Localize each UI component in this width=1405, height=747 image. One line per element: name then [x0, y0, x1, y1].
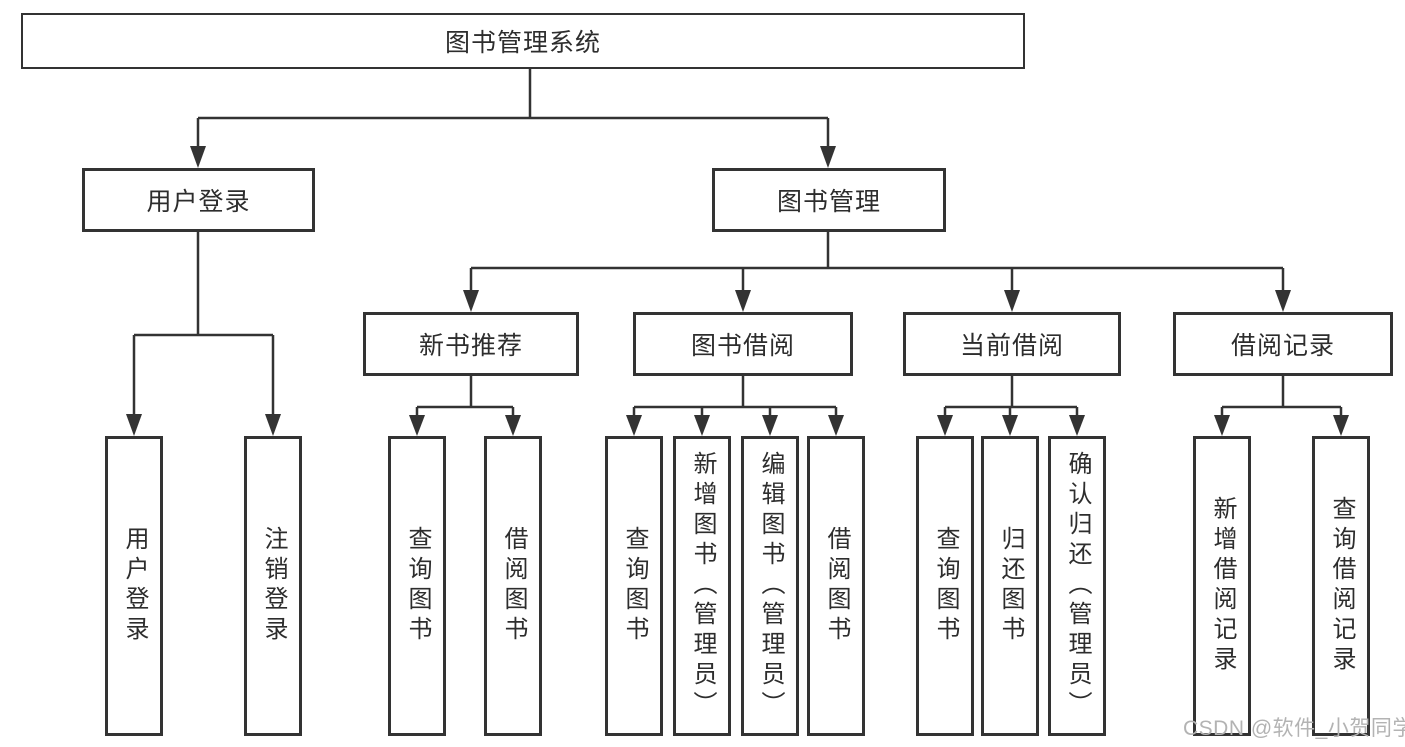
arrow-down-icon [735, 290, 751, 312]
arrow-down-icon [1333, 415, 1349, 436]
arrow-down-icon [463, 290, 479, 312]
leaf-cb-query-books: 查询图书 [916, 436, 974, 736]
leaf-bb-query-books: 查询图书 [605, 436, 663, 736]
arrow-down-icon [1214, 415, 1230, 436]
node-user-login-label: 用户登录 [146, 188, 251, 216]
connector-newbooks-to-leaves [415, 376, 515, 420]
arrow-down-icon [126, 414, 142, 436]
leaf-bb-add-books-admin: 新增图书（管理员） [673, 436, 731, 736]
node-library-system: 图书管理系统 [21, 13, 1025, 69]
arrow-down-icon [937, 415, 953, 436]
leaf-nb-query-books-label: 查询图书 [404, 526, 431, 646]
leaf-rec-query-record: 查询借阅记录 [1312, 436, 1370, 736]
arrow-down-icon [505, 415, 521, 436]
leaf-user-login: 用户登录 [105, 436, 163, 736]
leaf-nb-borrow-books: 借阅图书 [484, 436, 542, 736]
leaf-bb-edit-books-admin-label: 编辑图书（管理员） [757, 451, 784, 721]
arrow-down-icon [820, 146, 836, 168]
arrow-down-icon [190, 146, 206, 168]
arrow-down-icon [1002, 415, 1018, 436]
connector-bookmgmt-to-level3 [469, 232, 1285, 294]
node-book-management: 图书管理 [712, 168, 946, 232]
node-book-borrow: 图书借阅 [633, 312, 853, 376]
node-book-borrow-label: 图书借阅 [690, 332, 795, 360]
leaf-cb-return-books: 归还图书 [981, 436, 1039, 736]
leaf-logout: 注销登录 [244, 436, 302, 736]
arrow-down-icon [626, 415, 642, 436]
connector-userlogin-to-leaves [132, 232, 275, 418]
node-borrow-records-label: 借阅记录 [1230, 332, 1335, 360]
leaf-cb-return-books-label: 归还图书 [997, 526, 1024, 646]
leaf-bb-query-books-label: 查询图书 [621, 526, 648, 646]
node-library-system-label: 图书管理系统 [444, 29, 601, 57]
leaf-nb-borrow-books-label: 借阅图书 [500, 526, 527, 646]
arrowheads [126, 146, 1349, 436]
arrow-down-icon [762, 415, 778, 436]
node-new-book-recommend-label: 新书推荐 [418, 332, 523, 360]
node-book-management-label: 图书管理 [776, 188, 881, 216]
connector-current-to-leaves [943, 376, 1079, 420]
leaf-bb-borrow-books: 借阅图书 [807, 436, 865, 736]
connector-borrow-to-leaves [632, 376, 838, 420]
leaf-bb-borrow-books-label: 借阅图书 [823, 526, 850, 646]
leaf-cb-confirm-return-admin-label: 确认归还（管理员） [1064, 451, 1091, 721]
leaf-bb-edit-books-admin: 编辑图书（管理员） [741, 436, 799, 736]
leaf-user-login-label: 用户登录 [121, 526, 148, 646]
arrow-down-icon [694, 415, 710, 436]
leaf-logout-label: 注销登录 [260, 526, 287, 646]
arrow-down-icon [265, 414, 281, 436]
leaf-cb-query-books-label: 查询图书 [932, 526, 959, 646]
node-new-book-recommend: 新书推荐 [363, 312, 579, 376]
node-current-borrow-label: 当前借阅 [959, 332, 1064, 360]
node-user-login: 用户登录 [82, 168, 315, 232]
arrow-down-icon [409, 415, 425, 436]
leaf-bb-add-books-admin-label: 新增图书（管理员） [689, 451, 716, 721]
connector-records-to-leaves [1220, 376, 1343, 420]
arrow-down-icon [1069, 415, 1085, 436]
leaf-rec-add-record-label: 新增借阅记录 [1209, 496, 1236, 676]
csdn-watermark: CSDN @软件_小贺同学 [1183, 717, 1405, 740]
leaf-rec-add-record: 新增借阅记录 [1193, 436, 1251, 736]
arrow-down-icon [1004, 290, 1020, 312]
leaf-cb-confirm-return-admin: 确认归还（管理员） [1048, 436, 1106, 736]
arrow-down-icon [1275, 290, 1291, 312]
node-borrow-records: 借阅记录 [1173, 312, 1393, 376]
connector-root-to-level2 [196, 69, 830, 150]
leaf-rec-query-record-label: 查询借阅记录 [1328, 496, 1355, 676]
leaf-nb-query-books: 查询图书 [388, 436, 446, 736]
node-current-borrow: 当前借阅 [903, 312, 1121, 376]
arrow-down-icon [828, 415, 844, 436]
